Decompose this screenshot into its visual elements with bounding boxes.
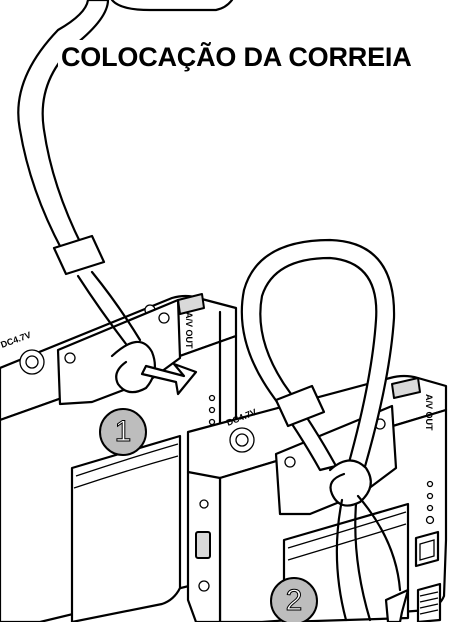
step-2-badge: 2	[270, 577, 318, 622]
callout-bubble-edge	[112, 0, 232, 10]
step-1-badge: 1	[99, 408, 147, 456]
left-av-label: A/V OUT	[184, 312, 194, 349]
right-av-label: A/V OUT	[424, 394, 434, 431]
page-title: COLOCAÇÃO DA CORREIA	[58, 40, 415, 74]
left-port-label: DC4.7V	[0, 330, 32, 350]
